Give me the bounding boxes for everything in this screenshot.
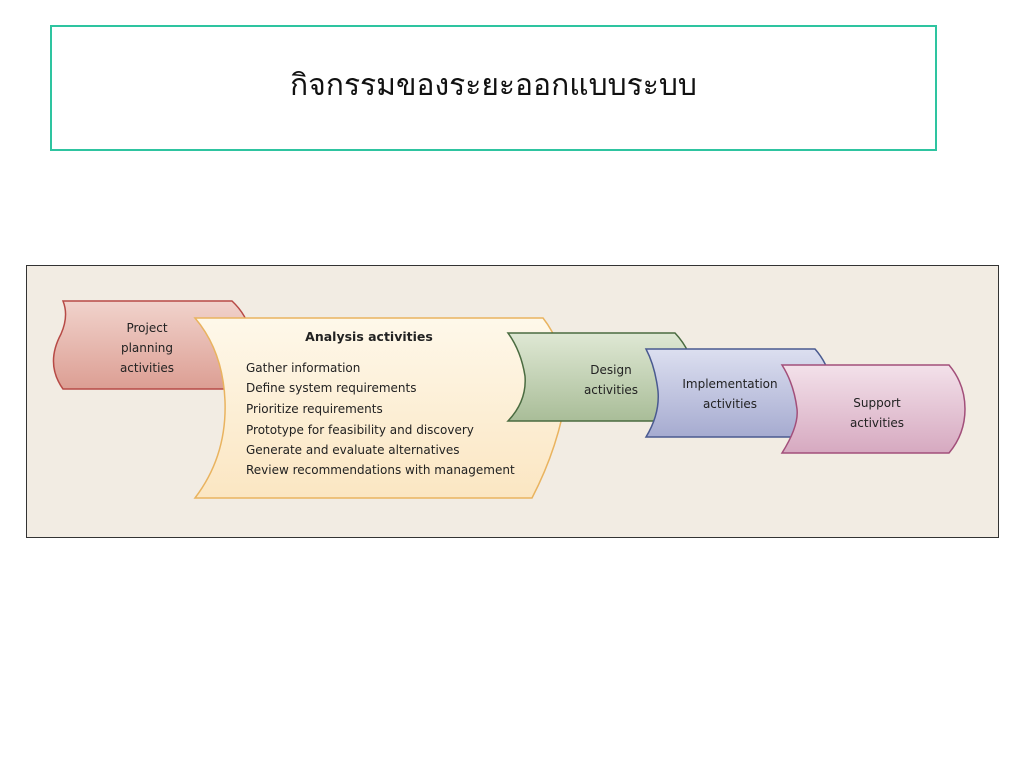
support-label-1: Support [853,396,901,410]
analysis-item-3: Prioritize requirements [246,402,383,416]
support-label-2: activities [850,416,904,430]
slide-title: กิจกรรมของระยะออกแบบระบบ [290,67,697,103]
planning-label-2: planning [121,341,173,355]
analysis-item-6: Review recommendations with management [246,463,515,477]
analysis-item-2: Define system requirements [246,381,416,395]
slide-title-box: กิจกรรมของระยะออกแบบระบบ [50,25,937,151]
design-label-1: Design [590,363,631,377]
planning-label-3: activities [120,361,174,375]
analysis-heading: Analysis activities [305,329,433,344]
analysis-item-5: Generate and evaluate alternatives [246,443,460,457]
planning-label-1: Project [126,321,167,335]
analysis-item-4: Prototype for feasibility and discovery [246,423,474,437]
analysis-item-1: Gather information [246,361,360,375]
diagram-canvas: Project planning activities Analysis act… [52,300,966,499]
implementation-label-2: activities [703,397,757,411]
implementation-label-1: Implementation [682,377,777,391]
activity-diagram: Project planning activities Analysis act… [26,265,999,538]
support-shape [780,364,966,454]
design-label-2: activities [584,383,638,397]
